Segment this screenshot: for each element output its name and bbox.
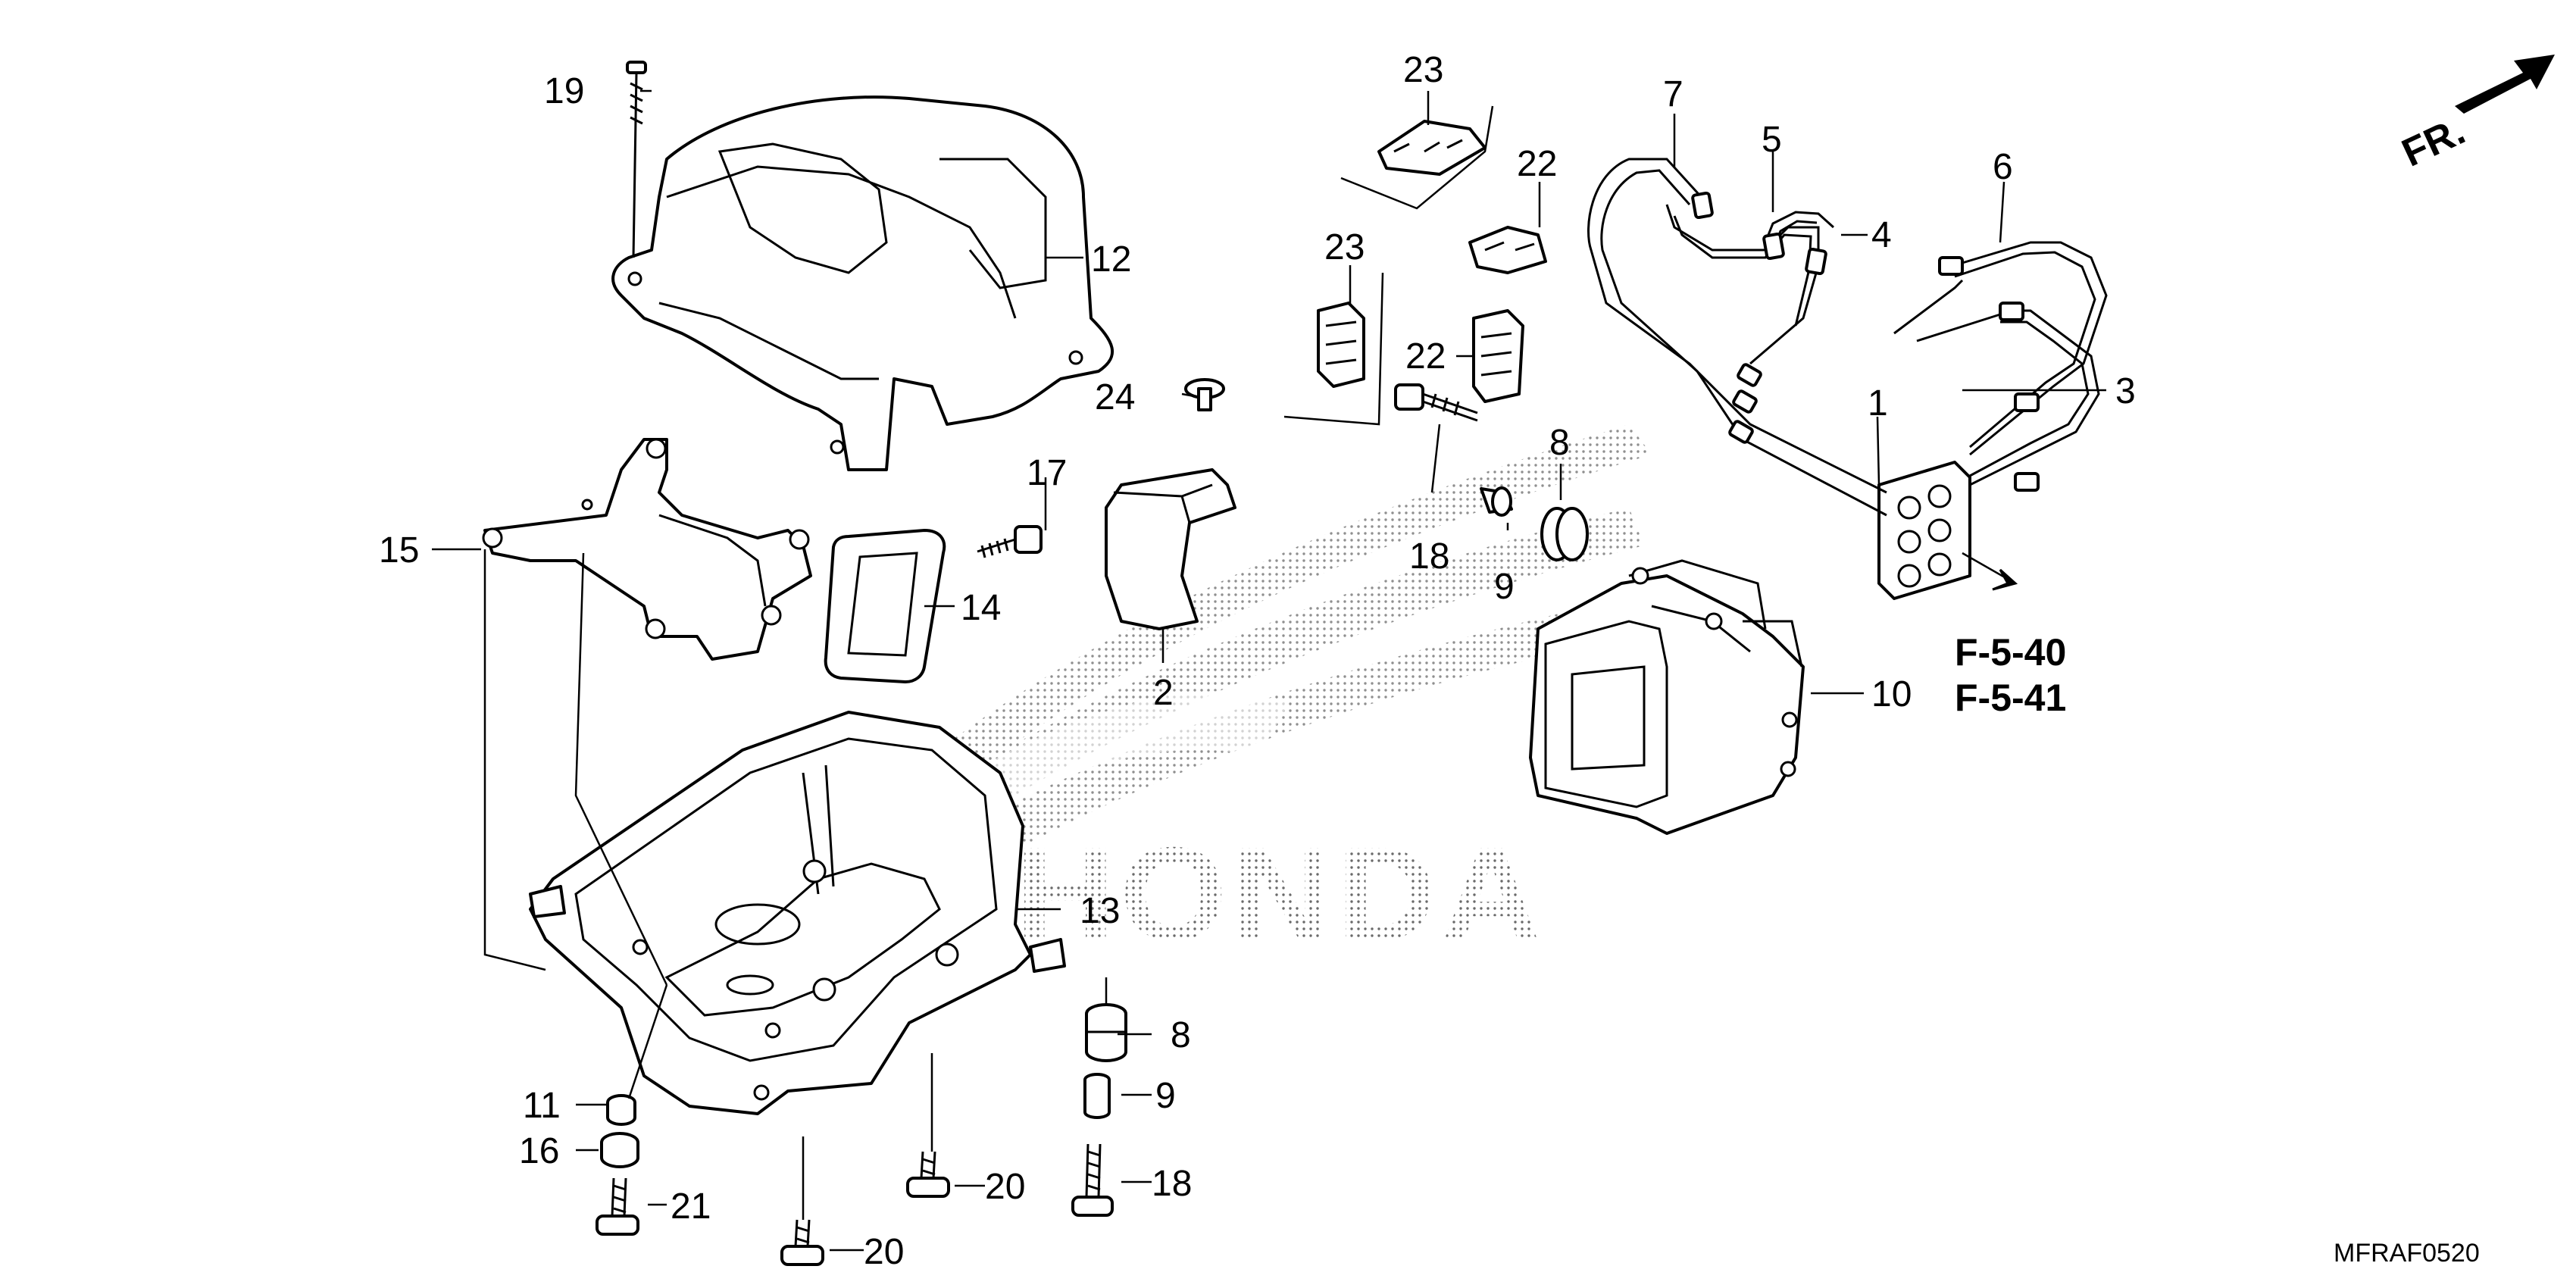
- part-label-20b: 20: [864, 1232, 904, 1272]
- part-grommet-16: [600, 1132, 639, 1168]
- reference-f-5-41: F-5-41: [1955, 677, 2066, 719]
- part-bolt-20a: [906, 1151, 950, 1198]
- part-label-5: 5: [1762, 120, 1782, 160]
- part-abs-modulator: [1529, 559, 1805, 835]
- clamp-bracket-outline-b: [1283, 272, 1384, 426]
- part-label-20a: 20: [985, 1167, 1025, 1207]
- part-label-7: 7: [1663, 74, 1683, 114]
- part-label-2: 2: [1153, 673, 1174, 713]
- part-label-19: 19: [544, 71, 584, 111]
- clamp-bracket-outline-a: [1340, 105, 1494, 210]
- part-label-23a: 23: [1403, 50, 1443, 90]
- part-label-6: 6: [1993, 147, 2013, 187]
- part-label-4: 4: [1871, 215, 1892, 255]
- leader-lines: [432, 89, 2106, 1252]
- part-pipe-clamp-22a: [1468, 226, 1547, 274]
- part-grommet-8b: [1085, 1003, 1127, 1062]
- part-label-12: 12: [1091, 239, 1131, 280]
- part-label-3: 3: [2115, 371, 2136, 411]
- part-label-17: 17: [1027, 453, 1067, 493]
- honda-watermark-text: HONDA: [1015, 821, 1546, 968]
- part-label-18a: 18: [1409, 536, 1449, 577]
- part-label-1: 1: [1868, 383, 1888, 424]
- part-bolt-18b: [1071, 1143, 1114, 1217]
- part-label-16: 16: [519, 1131, 559, 1171]
- part-abs-tray: [529, 711, 1066, 1115]
- part-cover-2: [1105, 468, 1236, 630]
- part-label-15: 15: [379, 530, 419, 571]
- part-label-8b: 8: [1171, 1015, 1191, 1055]
- part-pipe-clamp-23a: [1377, 120, 1487, 176]
- reference-arrow-icon: [1992, 568, 2018, 591]
- part-grommet-8a: [1540, 507, 1589, 561]
- part-label-18b: 18: [1152, 1164, 1192, 1204]
- part-screw-17: [977, 525, 1043, 558]
- part-label-23b: 23: [1324, 227, 1365, 267]
- part-bracket: [482, 438, 812, 661]
- part-label-14: 14: [961, 588, 1001, 628]
- diagram-code: MFRAF0520: [2334, 1239, 2480, 1268]
- part-collar-9a: [1480, 486, 1513, 517]
- part-label-22a: 22: [1517, 144, 1557, 184]
- front-arrow-icon: [2455, 55, 2555, 114]
- part-bolt-21: [596, 1177, 639, 1236]
- part-collar-11: [606, 1094, 636, 1126]
- part-label-22b: 22: [1405, 336, 1446, 377]
- part-upper-cover: [611, 95, 1114, 471]
- part-number-labels: 19 12 15 14 17 24 2 13 8 9 18 20 20 11 1…: [379, 50, 2136, 1272]
- part-clip-24: [1184, 378, 1225, 411]
- part-label-10: 10: [1871, 674, 1912, 714]
- honda-wing-watermark: [886, 424, 1652, 871]
- part-label-24: 24: [1095, 377, 1135, 417]
- part-grommet-frame: [824, 529, 946, 683]
- part-pipe-clamp-23b: [1317, 302, 1365, 388]
- brake-pipes: [1587, 158, 2108, 517]
- front-direction-indicator: FR.: [2396, 55, 2555, 176]
- part-label-9b: 9: [1155, 1076, 1176, 1116]
- part-label-11: 11: [523, 1086, 561, 1126]
- part-label-13: 13: [1080, 891, 1120, 931]
- part-joint-block: [1877, 461, 1971, 600]
- part-label-8a: 8: [1549, 423, 1570, 463]
- part-bolt-18a: [1394, 383, 1478, 422]
- part-pipe-clamp-22b: [1472, 309, 1524, 403]
- part-label-21: 21: [671, 1186, 711, 1227]
- part-screw-19: [626, 61, 647, 258]
- reference-f-5-40: F-5-40: [1955, 631, 2066, 674]
- part-collar-9b: [1083, 1073, 1111, 1119]
- part-bolt-20b: [780, 1219, 824, 1266]
- part-label-9a: 9: [1494, 567, 1515, 607]
- front-label: FR.: [2396, 109, 2471, 176]
